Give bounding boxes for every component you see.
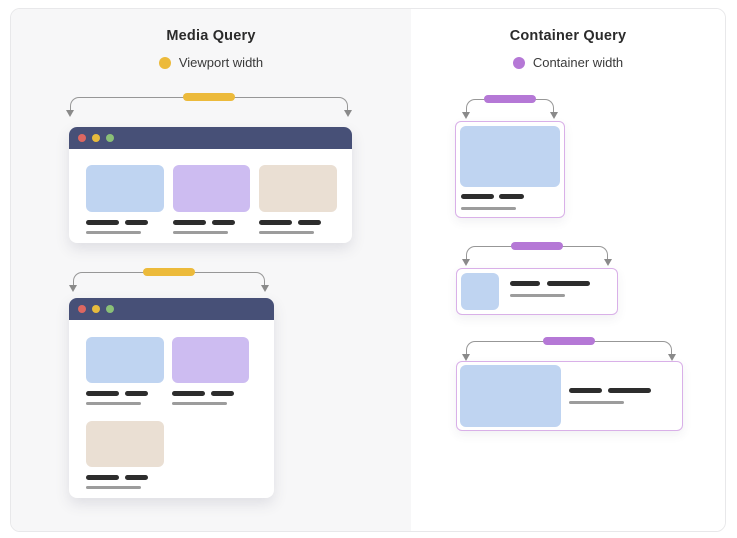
text-placeholder-row — [86, 220, 164, 225]
arrow-down-icon — [668, 354, 676, 361]
text-line-gray — [172, 402, 227, 405]
browser-titlebar — [69, 298, 274, 320]
window-minimize-dot-icon — [92, 305, 100, 313]
card-purple — [173, 165, 250, 234]
text-line-gray — [86, 402, 141, 405]
text-line-gray — [510, 294, 565, 297]
arrow-down-icon — [462, 112, 470, 119]
text-placeholder-row — [461, 194, 524, 199]
media-query-title: Media Query — [166, 28, 256, 44]
text-dash — [86, 391, 119, 396]
text-line-gray — [86, 231, 141, 234]
viewport-width-bracket-wide — [66, 93, 352, 118]
window-close-dot-icon — [78, 305, 86, 313]
card-image-placeholder — [460, 126, 560, 187]
arrow-down-icon — [462, 354, 470, 361]
viewport-width-dot-icon — [158, 56, 171, 69]
text-placeholder-row — [173, 220, 250, 225]
text-line-gray — [259, 231, 314, 234]
viewport-width-legend: Viewport width — [11, 55, 411, 70]
text-dash — [86, 475, 119, 480]
text-dash — [499, 194, 524, 199]
browser-window-wide — [69, 127, 352, 243]
card-tan — [259, 165, 337, 234]
text-placeholder-row — [510, 281, 590, 286]
container-width-bracket-medium — [462, 242, 612, 267]
text-placeholder-row — [86, 391, 164, 396]
container-width-bracket-large — [462, 337, 676, 362]
card-image-placeholder — [86, 165, 164, 212]
container-width-pill — [484, 95, 536, 103]
window-maximize-dot-icon — [106, 134, 114, 142]
arrow-down-icon — [550, 112, 558, 119]
text-dash — [569, 388, 602, 393]
text-dash — [86, 220, 119, 225]
text-dash — [125, 391, 148, 396]
card-image-placeholder — [86, 337, 164, 383]
arrow-down-icon — [261, 285, 269, 292]
viewport-width-pill — [143, 268, 195, 276]
arrow-down-icon — [69, 285, 77, 292]
arrow-down-icon — [66, 110, 74, 117]
text-placeholder-row — [259, 220, 337, 225]
card-image-placeholder — [86, 421, 164, 467]
window-close-dot-icon — [78, 134, 86, 142]
text-dash — [608, 388, 651, 393]
arrow-down-icon — [344, 110, 352, 117]
window-maximize-dot-icon — [106, 305, 114, 313]
text-line-gray — [86, 486, 141, 489]
browser-window-narrow — [69, 298, 274, 498]
text-dash — [298, 220, 321, 225]
diagram-panel: Media Query Viewport width — [10, 8, 726, 532]
arrow-down-icon — [604, 259, 612, 266]
viewport-width-bracket-narrow — [69, 268, 269, 293]
text-dash — [211, 391, 234, 396]
container-small — [455, 121, 565, 218]
card-image-placeholder — [172, 337, 249, 383]
container-width-label: Container width — [532, 55, 624, 70]
window-minimize-dot-icon — [92, 134, 100, 142]
arrow-down-icon — [462, 259, 470, 266]
text-placeholder-row — [569, 388, 651, 393]
card-tan — [86, 421, 164, 489]
text-dash — [212, 220, 235, 225]
text-dash — [547, 281, 590, 286]
text-dash — [510, 281, 540, 286]
container-width-bracket-small — [462, 95, 558, 120]
container-width-legend: Container width — [411, 55, 725, 70]
card-image-placeholder — [460, 365, 561, 427]
container-width-dot-icon — [512, 56, 525, 69]
text-line-gray — [461, 207, 516, 210]
text-dash — [172, 391, 205, 396]
text-dash — [461, 194, 494, 199]
viewport-width-pill — [183, 93, 235, 101]
container-width-pill — [511, 242, 563, 250]
container-large — [456, 361, 683, 431]
text-line-gray — [569, 401, 624, 404]
card-blue — [86, 337, 164, 405]
text-dash — [125, 475, 148, 480]
text-dash — [259, 220, 292, 225]
card-image-placeholder — [259, 165, 337, 212]
card-image-placeholder — [461, 273, 499, 310]
text-line-gray — [173, 231, 228, 234]
container-query-title: Container Query — [509, 28, 627, 44]
container-medium — [456, 268, 618, 315]
viewport-width-label: Viewport width — [178, 55, 264, 70]
text-placeholder-row — [172, 391, 249, 396]
container-width-pill — [543, 337, 595, 345]
card-purple — [172, 337, 249, 405]
browser-titlebar — [69, 127, 352, 149]
card-image-placeholder — [173, 165, 250, 212]
card-blue — [86, 165, 164, 234]
text-dash — [125, 220, 148, 225]
text-placeholder-row — [86, 475, 164, 480]
text-dash — [173, 220, 206, 225]
